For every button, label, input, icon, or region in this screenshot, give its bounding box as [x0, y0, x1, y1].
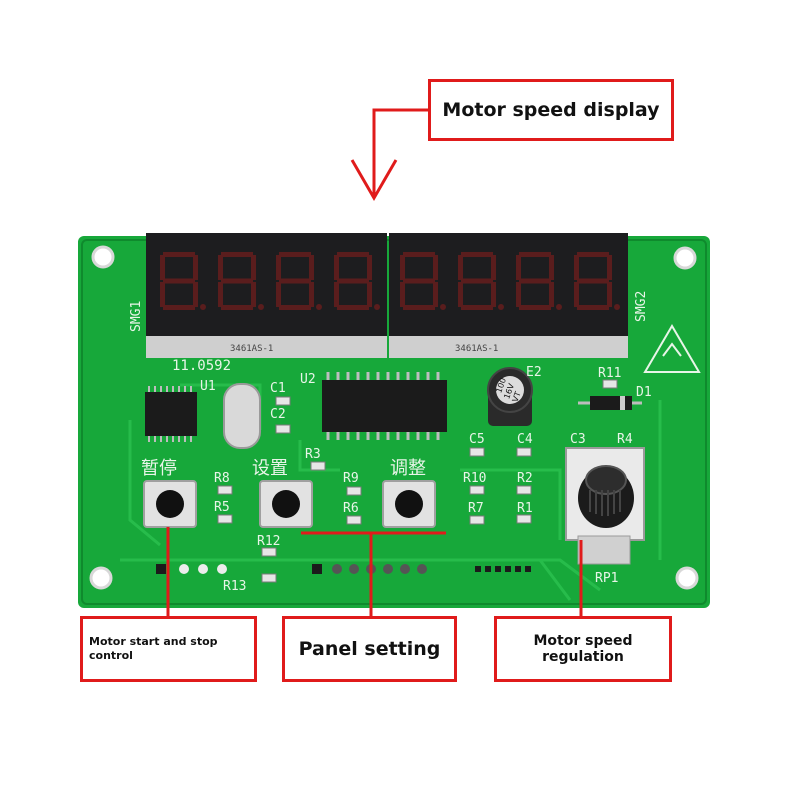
label-d1: D1	[636, 385, 652, 400]
label-r13: R13	[223, 579, 246, 594]
label-pause: 暂停	[141, 458, 177, 479]
label-r1: R1	[517, 501, 533, 516]
potentiometer-rp1[interactable]	[565, 447, 645, 565]
pcb-traces	[120, 383, 662, 601]
display-part-2: 3461AS-1	[455, 344, 498, 354]
label-set: 设置	[252, 458, 288, 479]
smd-components	[217, 379, 618, 583]
crystal-oscillator	[223, 383, 261, 449]
digit-6	[458, 252, 504, 310]
label-adjust: 调整	[390, 458, 426, 479]
label-e2: E2	[526, 365, 542, 380]
callout-motor-speed-regulation: Motor speed regulation	[494, 616, 672, 682]
label-smg2: SMG2	[634, 291, 649, 322]
label-r8: R8	[214, 471, 230, 486]
button-pause[interactable]	[143, 480, 197, 528]
label-r11: R11	[598, 366, 621, 381]
annotation-lines	[166, 527, 583, 616]
label-r7: R7	[468, 501, 484, 516]
button-set[interactable]	[259, 480, 313, 528]
label-r2: R2	[517, 471, 533, 486]
callout-panel-setting: Panel setting	[282, 616, 457, 682]
label-rp1: RP1	[595, 571, 618, 586]
chip-u2	[322, 372, 447, 440]
button-adjust[interactable]	[382, 480, 436, 528]
label-c2: C2	[270, 407, 286, 422]
chip-u1	[145, 386, 197, 442]
label-r4: R4	[617, 432, 633, 447]
digit-1	[160, 252, 206, 310]
esd-warning-logo	[643, 324, 701, 373]
callout-motor-speed-display: Motor speed display	[428, 79, 674, 141]
label-c4: C4	[517, 432, 533, 447]
mounting-holes	[89, 245, 699, 590]
pin-header-right	[475, 566, 531, 572]
diode-d1	[578, 396, 642, 410]
pin-header-middle	[312, 564, 427, 574]
label-smg1: SMG1	[129, 301, 144, 332]
digit-7	[516, 252, 562, 310]
seven-segment-digits	[160, 252, 620, 310]
label-r5: R5	[214, 500, 230, 515]
label-c1: C1	[270, 381, 286, 396]
label-c3: C3	[570, 432, 586, 447]
label-r3: R3	[305, 447, 321, 462]
display-smg1	[146, 233, 387, 358]
digit-4	[334, 252, 380, 310]
annotation-arrow	[350, 108, 428, 201]
label-r12: R12	[257, 534, 280, 549]
cap-vt: VT	[511, 390, 523, 403]
label-u1: U1	[200, 379, 216, 394]
digit-2	[218, 252, 264, 310]
label-r9: R9	[343, 471, 359, 486]
digit-3	[276, 252, 322, 310]
callout-motor-start-stop: Motor start and stop control	[80, 616, 257, 682]
display-smg2	[389, 233, 628, 358]
pin-header-left	[156, 564, 227, 574]
digit-8	[574, 252, 620, 310]
capacitor-e2	[487, 367, 533, 426]
digit-5	[400, 252, 446, 310]
label-r10: R10	[463, 471, 486, 486]
label-crystal-freq: 11.0592	[172, 358, 231, 374]
display-part-1: 3461AS-1	[230, 344, 273, 354]
label-r6: R6	[343, 501, 359, 516]
label-c5: C5	[469, 432, 485, 447]
label-u2: U2	[300, 372, 316, 387]
